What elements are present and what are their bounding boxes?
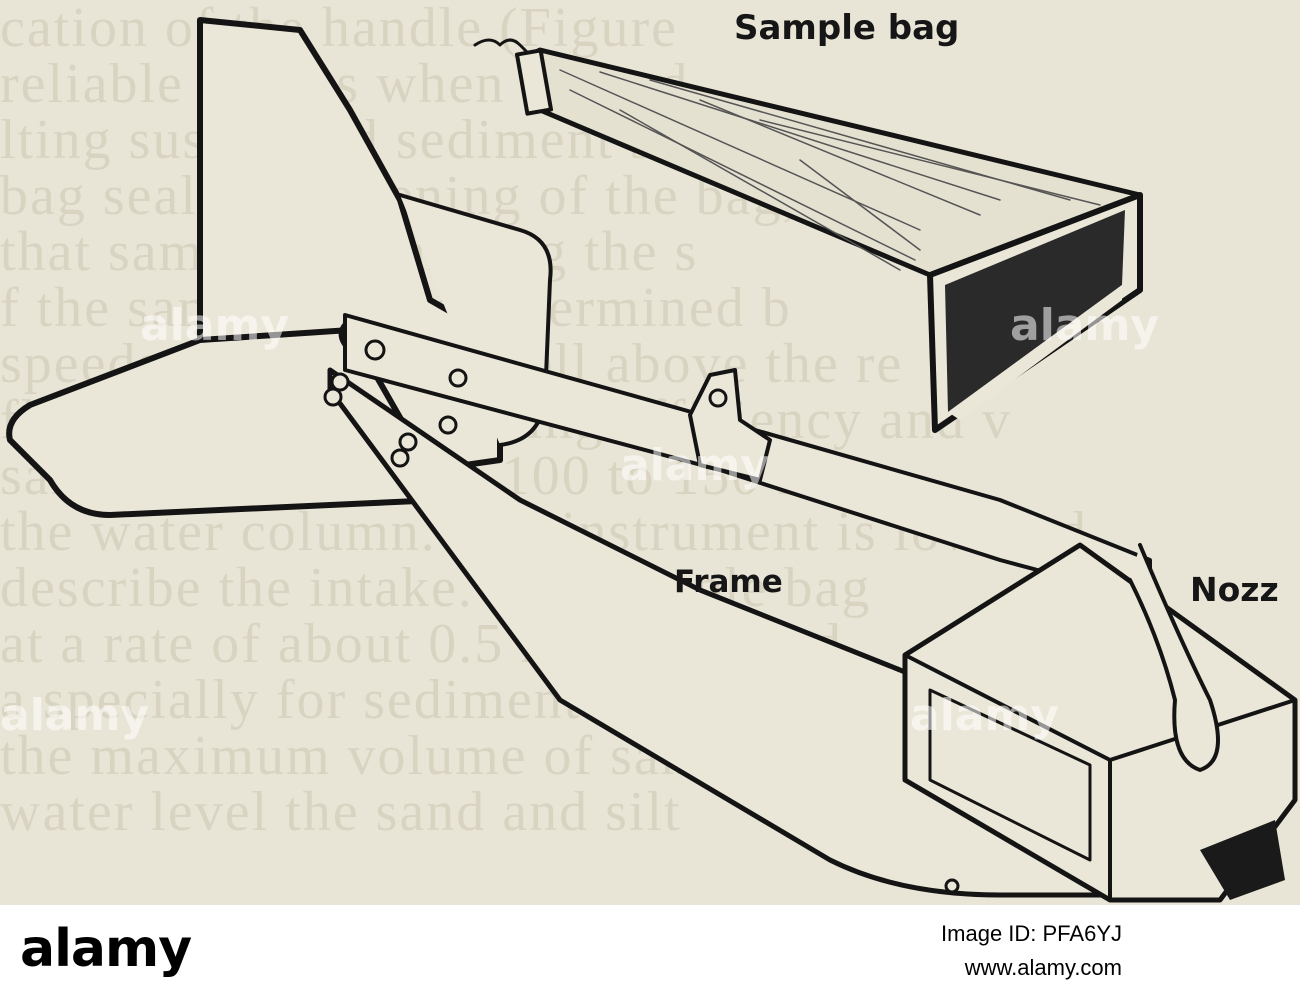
watermark: alamy <box>620 440 769 491</box>
watermark: alamy <box>0 690 149 741</box>
bag-hatching <box>559 69 1101 271</box>
image-id: Image ID: PFA6YJ <box>941 921 1122 946</box>
sampler-drawing <box>6 17 1298 903</box>
diagram-figure: cation of the handle (Figure reliable re… <box>0 0 1298 903</box>
watermark: alamy <box>1010 300 1159 351</box>
watermark: alamy <box>140 300 289 351</box>
watermark: alamy <box>910 690 1059 741</box>
site-url[interactable]: www.alamy.com <box>964 955 1122 980</box>
bolts <box>323 339 1117 894</box>
label-sample-bag: Sample bag <box>734 8 960 48</box>
nozzle-opening <box>928 688 1092 862</box>
nozzle-handle <box>1128 543 1220 772</box>
label-frame: Frame <box>674 564 783 600</box>
bag-tie <box>473 38 532 57</box>
sample-bag-interior <box>945 210 1125 412</box>
stock-footer: alamy Image ID: PFA6YJ www.alamy.com <box>0 905 1300 995</box>
label-nozzle: Nozz <box>1190 570 1279 609</box>
alamy-logo[interactable]: alamy <box>20 919 192 979</box>
